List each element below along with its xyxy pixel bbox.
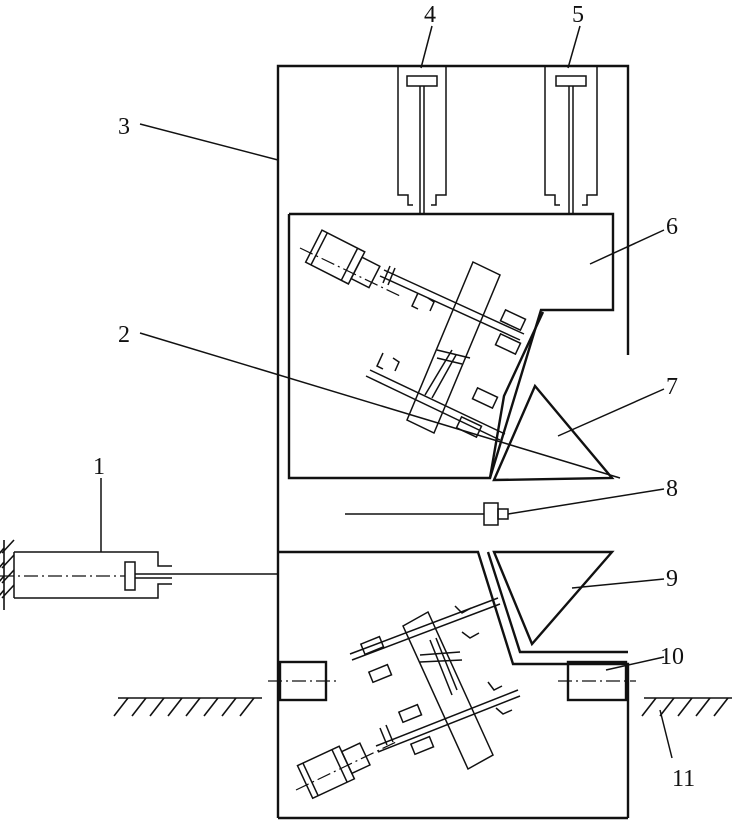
hanger-4 — [397, 66, 447, 214]
upper-housing — [287, 212, 615, 480]
upper-shaft — [379, 265, 525, 341]
label-7: 7 — [666, 374, 678, 400]
upper-bearings — [365, 292, 527, 441]
lower-motor — [295, 741, 397, 800]
lower-housing — [278, 550, 630, 818]
label-4: 4 — [424, 2, 436, 28]
probe-8 — [345, 502, 509, 526]
cylinder-1 — [0, 539, 278, 610]
label-10: 10 — [660, 644, 684, 670]
upper-motor — [299, 229, 401, 297]
label-2: 2 — [118, 322, 130, 348]
label-5: 5 — [572, 2, 584, 28]
label-11: 11 — [672, 766, 695, 792]
lower-disk-hatch — [419, 637, 463, 696]
label-6: 6 — [666, 214, 678, 240]
ground-right — [641, 697, 732, 717]
label-1: 1 — [93, 454, 105, 480]
label-9: 9 — [666, 566, 678, 592]
labels: 1 2 3 4 5 6 7 8 9 10 11 — [93, 2, 695, 792]
lower-disk — [402, 610, 494, 771]
hanger-5 — [544, 66, 598, 214]
left-support-block — [268, 660, 338, 702]
upper-wedge — [492, 383, 615, 482]
support-block-10 — [558, 660, 636, 702]
upper-disk — [406, 260, 501, 435]
label-3: 3 — [118, 114, 130, 140]
ground-left — [113, 697, 262, 717]
label-8: 8 — [666, 476, 678, 502]
outer-frame — [276, 64, 630, 820]
upper-disk-hatch — [424, 349, 471, 399]
lower-shaft — [349, 597, 521, 756]
leader-lines — [100, 25, 673, 759]
lower-wedge — [492, 550, 615, 647]
